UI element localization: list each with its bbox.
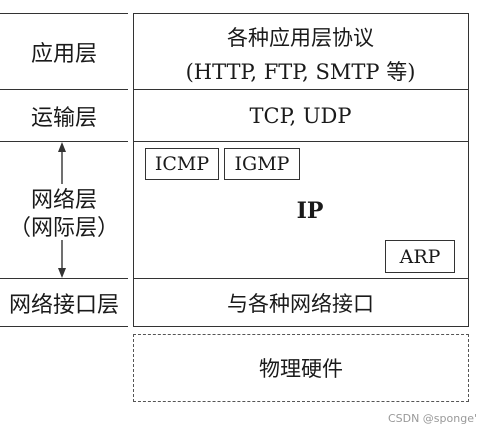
left-divider-2 [0, 141, 128, 142]
network-layer-label: 网络层 [20, 184, 108, 213]
transport-protocols: TCP, UDP [249, 103, 352, 128]
internet-layer-label: （网际层） [9, 212, 119, 241]
watermark: CSDN @sponge' [387, 412, 477, 425]
left-divider-1 [0, 89, 128, 90]
application-protocols-title: 各种应用层协议 [227, 26, 374, 50]
transport-layer-label: 运输层 [30, 105, 97, 131]
physical-hardware-box: 物理硬件 [133, 334, 469, 402]
right-border-right [468, 13, 469, 327]
right-border-top [133, 13, 469, 14]
right-divider-1 [133, 89, 469, 90]
right-border-left [133, 13, 134, 327]
network-interface-layer-label: 网络接口层 [8, 292, 119, 318]
application-layer-label: 应用层 [30, 41, 97, 67]
ip-label: IP [296, 198, 324, 224]
network-interfaces-text: 与各种网络接口 [227, 291, 374, 316]
physical-hardware-label: 物理硬件 [259, 357, 343, 381]
right-border-bottom [133, 326, 469, 327]
left-divider-top [0, 13, 128, 14]
left-divider-3 [0, 278, 128, 279]
left-divider-bottom [0, 326, 128, 327]
igmp-box: IGMP [224, 148, 300, 180]
arp-box: ARP [385, 240, 455, 273]
icmp-box: ICMP [145, 148, 219, 180]
right-divider-2 [133, 141, 469, 142]
application-protocols-list: (HTTP, FTP, SMTP 等) [185, 60, 416, 84]
right-divider-3 [133, 278, 469, 279]
